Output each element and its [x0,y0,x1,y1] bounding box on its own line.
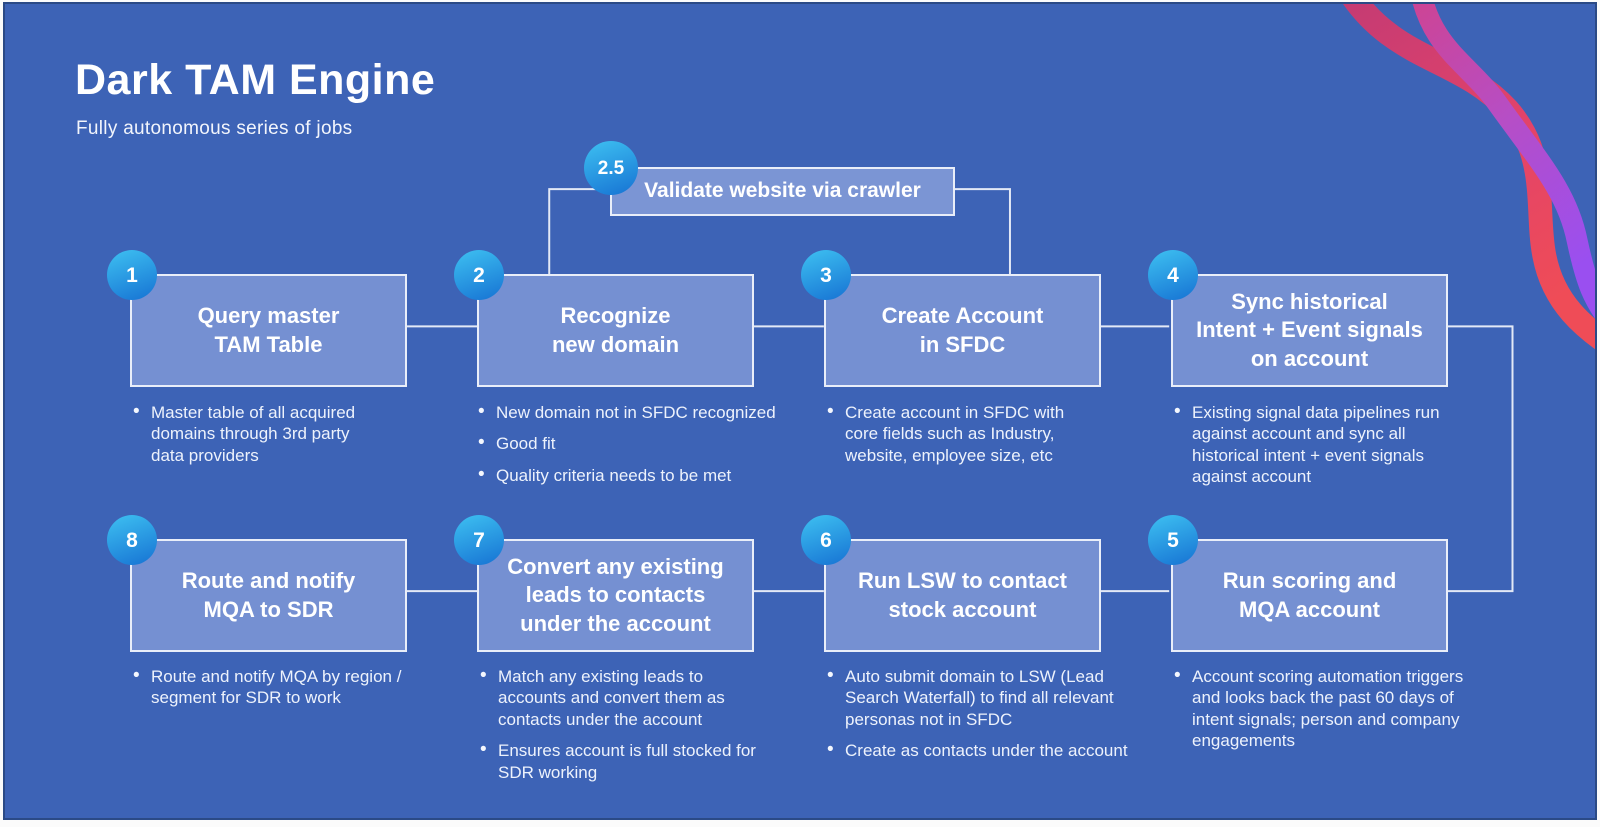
page-title: Dark TAM Engine [75,56,436,104]
step-title-1: Query master TAM Table [197,303,340,357]
connector-crawler-right [950,188,1011,275]
step-badge-3: 3 [801,250,851,300]
bullet-item: Match any existing leads to accounts and… [477,664,765,730]
step-title-8: Route and notify MQA to SDR [181,568,356,622]
slide-canvas: Dark TAM Engine Fully autonomous series … [3,2,1597,820]
bullet-item: Create as contacts under the account [824,738,1146,762]
step-badge-2-5: 2.5 [584,141,638,195]
step-box-8: 8 Route and notify MQA to SDR [107,515,407,652]
step-title-2-5: Validate website via crawler [644,179,921,203]
step-title-5: Run scoring and MQA account [1222,568,1397,622]
bullet-item: Auto submit domain to LSW (Lead Search W… [824,664,1146,730]
bullet-item: Route and notify MQA by region / segment… [130,664,418,709]
step-title-3: Create Account in SFDC [881,303,1044,357]
step-title-2: Recognize new domain [551,303,680,357]
bullet-item: Master table of all acquired domains thr… [130,400,382,466]
step-title-4: Sync historical Intent + Event signals o… [1196,289,1423,371]
connector-crawler-left [548,188,610,275]
bullet-item: Ensures account is full stocked for SDR … [477,738,765,783]
step-box-5: 5 Run scoring and MQA account [1148,515,1448,652]
step-badge-7: 7 [454,515,504,565]
step-badge-2: 2 [454,250,504,300]
bullet-item: Good fit [475,431,793,455]
bullet-item: Create account in SFDC with core fields … [824,400,1082,466]
step-notes-8: Route and notify MQA by region / segment… [130,664,418,719]
step-notes-4: Existing signal data pipelines run again… [1171,400,1469,498]
step-notes-6: Auto submit domain to LSW (Lead Search W… [824,664,1146,772]
step-notes-5: Account scoring automation triggers and … [1171,664,1473,762]
step-box-3: 3 Create Account in SFDC [801,250,1101,387]
page-subtitle: Fully autonomous series of jobs [76,118,353,139]
flow-connectors [404,188,1514,593]
step-notes-7: Match any existing leads to accounts and… [477,664,765,793]
step-box-4: 4 Sync historical Intent + Event signals… [1148,250,1448,387]
step-notes-1: Master table of all acquired domains thr… [130,400,382,476]
bullet-item: Quality criteria needs to be met [475,463,793,487]
step-badge-6: 6 [801,515,851,565]
bullet-item: Existing signal data pipelines run again… [1171,400,1469,488]
connector-4-5 [1440,325,1514,593]
step-title-6: Run LSW to contact stock account [858,568,1067,622]
bullet-item: Account scoring automation triggers and … [1171,664,1473,752]
step-box-7: 7 Convert any existing leads to contacts… [454,515,754,652]
bullet-item: New domain not in SFDC recognized [475,400,793,424]
ribbon-purple [1412,4,1595,319]
step-notes-2: New domain not in SFDC recognized Good f… [475,400,793,496]
step-notes-3: Create account in SFDC with core fields … [824,400,1082,476]
step-title-7: Convert any existing leads to contacts u… [507,554,724,636]
ribbon-decoration [1343,4,1595,350]
step-box-1: 1 Query master TAM Table [107,250,407,387]
step-badge-1: 1 [107,250,157,300]
step-badge-5: 5 [1148,515,1198,565]
step-badge-4: 4 [1148,250,1198,300]
step-box-2-5: 2.5 Validate website via crawler [584,141,955,216]
step-box-6: 6 Run LSW to contact stock account [801,515,1101,652]
step-box-2: 2 Recognize new domain [454,250,754,387]
step-badge-8: 8 [107,515,157,565]
